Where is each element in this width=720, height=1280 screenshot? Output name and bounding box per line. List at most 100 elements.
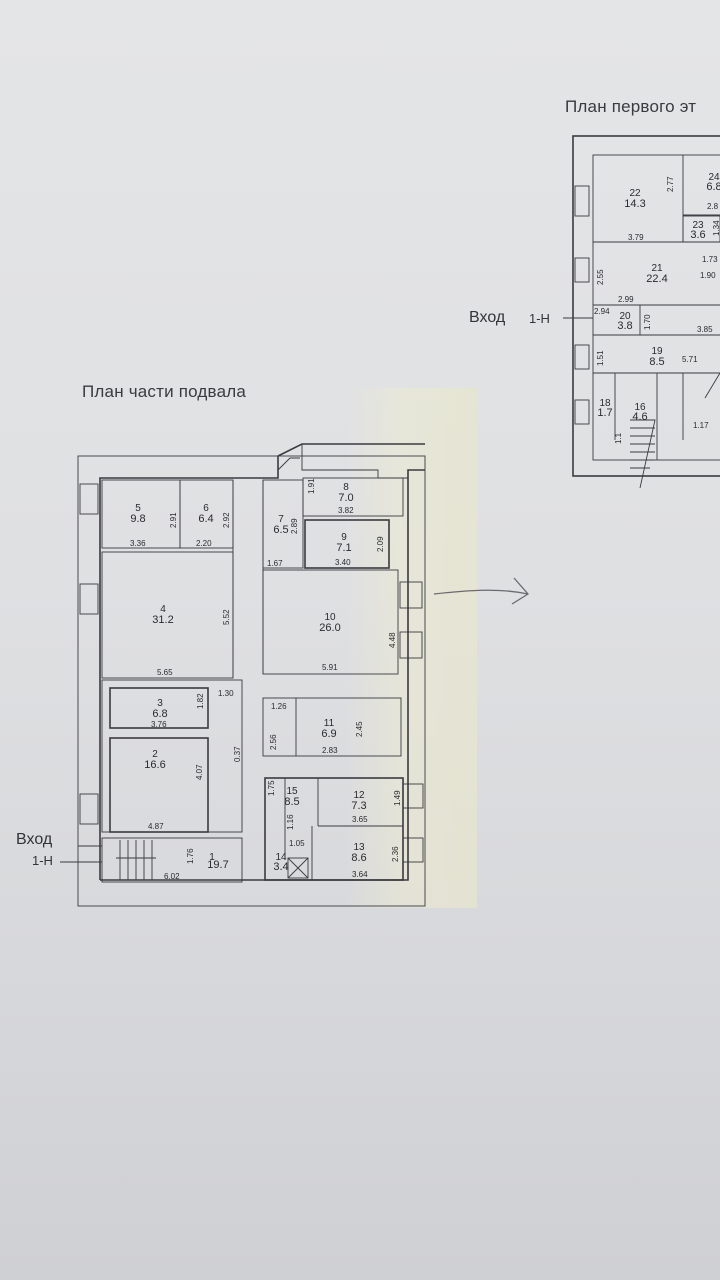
dim-245: 2.45 (355, 721, 364, 737)
dim-283: 2.83 (322, 746, 338, 755)
room-2-area: 16.6 (144, 759, 165, 771)
ff-room-21-area: 22.4 (646, 273, 667, 285)
ff-dim-5: 2.94 (594, 307, 610, 316)
dim-336: 3.36 (130, 539, 146, 548)
room-1-num: 1 (209, 852, 215, 863)
ff-dim-7: 1.51 (596, 350, 605, 366)
dim-289: 2.89 (290, 518, 299, 534)
ff-room-16-area: 4.6 (632, 411, 647, 423)
dim-149: 1.49 (393, 790, 402, 806)
dim-126: 1.26 (271, 702, 287, 711)
dim-105: 1.05 (289, 839, 305, 848)
ff-room-23-area: 3.6 (690, 229, 705, 241)
first-floor-title: План первого эт (565, 97, 697, 116)
dim-116: 1.16 (286, 814, 295, 830)
basement-plan (60, 443, 529, 907)
dim-175: 1.75 (267, 780, 276, 796)
dim-191: 1.91 (307, 478, 316, 494)
ff-room-22-num: 22 (629, 188, 641, 199)
ff-dim-11: 1.90 (700, 271, 716, 280)
ff-dim-2: 3.79 (628, 233, 644, 242)
room-14-num: 14 (275, 852, 287, 863)
ff-room-18-num: 18 (599, 398, 611, 409)
ff-room-18-area: 1.7 (597, 407, 612, 419)
dim-182: 1.82 (196, 693, 205, 709)
ff-dim-8: 5.71 (682, 355, 698, 364)
dim-602: 6.02 (164, 872, 180, 881)
room-5-area: 9.8 (130, 513, 145, 525)
room-5-num: 5 (135, 503, 141, 514)
ff-dim-9: 3.85 (697, 325, 713, 334)
ff-dim-12: 1.34 (712, 220, 720, 236)
ff-room-23-num: 23 (692, 220, 704, 231)
room-13-num: 13 (353, 842, 365, 853)
ff-room-20-num: 20 (619, 311, 631, 322)
dim-220: 2.20 (196, 539, 212, 548)
ff-dim-14: 1.17 (693, 421, 709, 430)
dim-382: 3.82 (338, 506, 354, 515)
room-4-area: 31.2 (152, 614, 173, 626)
room-9-area: 7.1 (336, 542, 351, 554)
ff-dim-4: 2.99 (618, 295, 634, 304)
dim-407: 4.07 (195, 764, 204, 780)
dim-364: 3.64 (352, 870, 368, 879)
room-9-num: 9 (341, 532, 347, 543)
ff-dim-6: 1.70 (643, 314, 652, 330)
room-7-num: 7 (278, 514, 284, 525)
room-8-area: 7.0 (338, 492, 353, 504)
dim-209: 2.09 (376, 536, 385, 552)
ff-dim-10: 1.73 (702, 255, 718, 264)
basement-entry-code: 1-Н (32, 853, 53, 868)
ff-room-24-area: 6.8 (706, 181, 720, 193)
first-floor-entry-code: 1-Н (529, 311, 550, 326)
dim-365: 3.65 (352, 815, 368, 824)
first-floor-entry-label: Вход (469, 309, 506, 326)
dim-236: 2.36 (391, 846, 400, 862)
room-11-area: 6.9 (321, 728, 336, 740)
dim-292: 2.92 (222, 512, 231, 528)
ff-room-24-num: 24 (708, 172, 720, 183)
room-2-num: 2 (152, 749, 158, 760)
room-3-area: 6.8 (152, 708, 167, 720)
dim-487: 4.87 (148, 822, 164, 831)
room-6-num: 6 (203, 503, 209, 514)
ff-room-19-area: 8.5 (649, 356, 664, 368)
paper-overlay-strip (345, 388, 477, 908)
room-11-num: 11 (324, 718, 335, 729)
room-10-area: 26.0 (319, 622, 340, 634)
room-7-area: 6.5 (273, 524, 288, 536)
ff-dim-15: 1.1 (614, 432, 623, 444)
dim-037: 0.37 (233, 746, 242, 762)
ff-room-19-num: 19 (651, 346, 663, 357)
room-15-num: 15 (286, 786, 298, 797)
ff-room-22-area: 14.3 (624, 198, 645, 210)
ff-room-20-area: 3.8 (617, 320, 632, 332)
room-3-num: 3 (157, 698, 163, 709)
dim-591: 5.91 (322, 663, 338, 672)
room-1-area: 19.7 (207, 859, 228, 871)
ff-dim-13: 2.8 (707, 202, 719, 211)
dim-565: 5.65 (157, 668, 173, 677)
dim-376: 3.76 (151, 720, 167, 729)
ff-room-16-num: 16 (634, 402, 646, 413)
room-4-num: 4 (160, 604, 166, 615)
dim-256: 2.56 (269, 734, 278, 750)
dim-340: 3.40 (335, 558, 351, 567)
dim-448: 4.48 (388, 632, 397, 648)
dim-130: 1.30 (218, 689, 234, 698)
dim-552: 5.52 (222, 609, 231, 625)
room-14-area: 3.4 (273, 861, 288, 873)
ff-dim-3: 2.55 (596, 269, 605, 285)
ff-room-21-num: 21 (651, 263, 663, 274)
dim-291: 2.91 (169, 512, 178, 528)
room-15-area: 8.5 (284, 796, 299, 808)
basement-entry-label: Вход (16, 831, 53, 848)
ff-dim-1: 2.77 (666, 176, 675, 192)
room-8-num: 8 (343, 482, 349, 493)
dim-167: 1.67 (267, 559, 283, 568)
room-10-num: 10 (324, 612, 336, 623)
first-floor-plan (563, 135, 720, 489)
basement-title: План части подвала (82, 382, 246, 401)
